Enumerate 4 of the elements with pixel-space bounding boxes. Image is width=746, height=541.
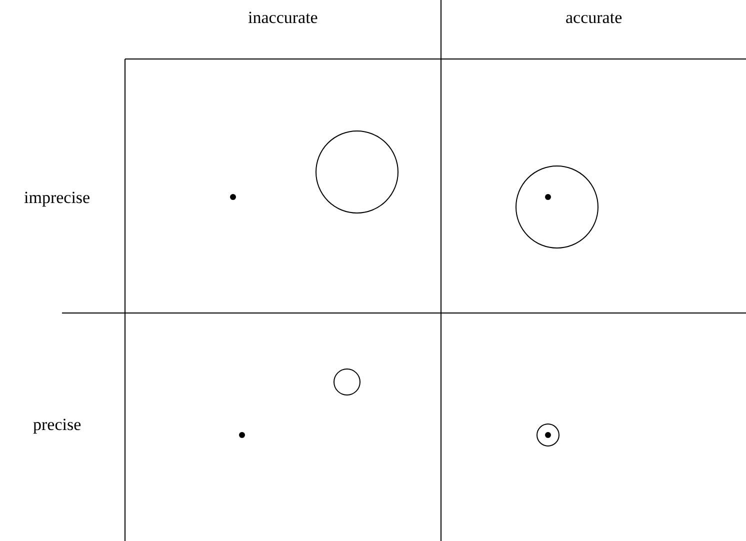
column-heading: accurate	[566, 8, 622, 28]
row-heading: precise	[33, 415, 82, 435]
row-heading: imprecise	[24, 188, 90, 208]
column-heading: inaccurate	[248, 8, 318, 28]
